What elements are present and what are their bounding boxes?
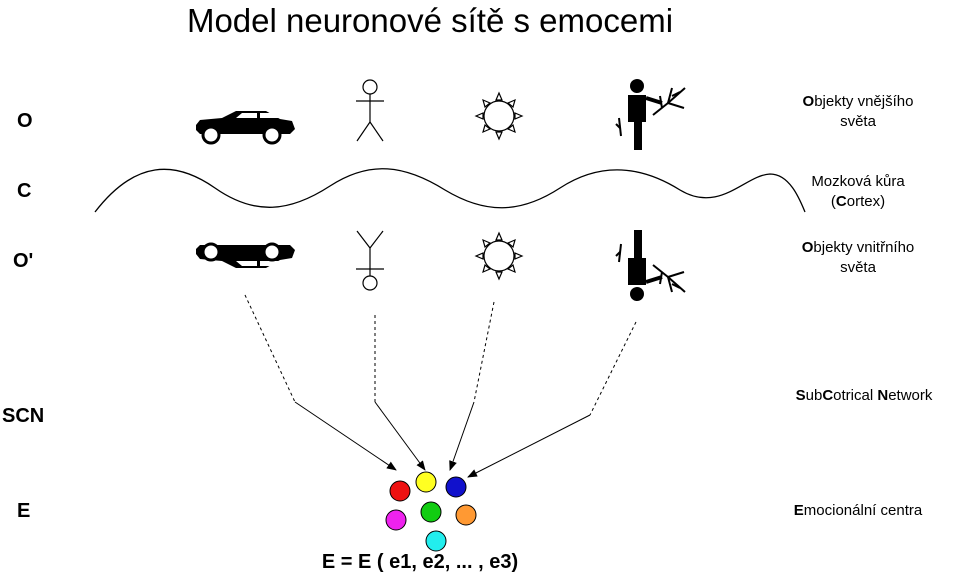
- emotion-node-blue: [445, 476, 467, 498]
- row-label-c: C: [17, 180, 32, 202]
- label-outer-objects: Objekty vnějšího světa: [802, 93, 914, 130]
- connector-car: [244, 294, 397, 471]
- emotion-node-orange: [455, 504, 477, 526]
- cortex-wave: [94, 168, 806, 213]
- emotion-node-magenta: [385, 509, 407, 531]
- car-icon: [196, 111, 295, 145]
- connector-sun: [449, 301, 495, 471]
- tree-person-inverted-icon: [615, 230, 686, 301]
- sun-icon: [474, 91, 524, 141]
- label-inner-objects: Objekty vnitřního světa: [801, 239, 915, 276]
- connector-tree-person: [467, 321, 637, 478]
- label-emotion-centers: Emocionální centra: [793, 502, 923, 519]
- label-scn: SubCotrical Network: [795, 387, 933, 404]
- person-icon: [356, 79, 384, 142]
- row-label-o-prime: O': [13, 250, 34, 272]
- person-inverted-icon: [356, 230, 384, 291]
- emotion-formula: E = E ( e1, e2, ... , e3): [321, 551, 519, 573]
- tree-person-icon: [615, 79, 686, 150]
- emotion-centers: [385, 471, 477, 552]
- emotion-node-cyan: [425, 530, 447, 552]
- row-label-scn: SCN: [2, 405, 45, 427]
- label-cortex: Mozková kůra (Cortex): [811, 173, 905, 210]
- sun-inner-icon: [474, 231, 524, 281]
- emotion-node-green: [420, 501, 442, 523]
- emotion-node-red: [389, 480, 411, 502]
- car-inverted-icon: [196, 242, 295, 268]
- row-label-e: E: [17, 500, 31, 522]
- diagram-title: Model neuronové sítě s emocemi: [186, 2, 674, 39]
- connector-person: [374, 315, 426, 471]
- emotion-node-yellow: [415, 471, 437, 493]
- row-label-o: O: [17, 110, 33, 132]
